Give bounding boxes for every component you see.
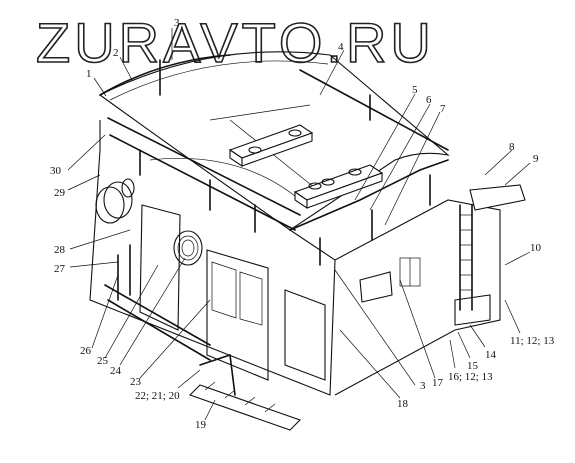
side-vent-left (95, 178, 135, 224)
right-ladder (459, 184, 526, 311)
callout-29: 29 (54, 187, 66, 199)
callout-28: 28 (54, 244, 66, 256)
callout-3-bottom: 3 (420, 380, 426, 392)
front-platform (104, 244, 211, 361)
callout-22-21-20: 22; 21; 20 (135, 390, 180, 402)
callout-11-12-13: 11; 12; 13 (510, 335, 555, 347)
callout-7: 7 (440, 103, 446, 115)
callout-18: 18 (397, 398, 409, 410)
front-vent-round (173, 230, 203, 266)
callout-16-12-13: 16; 12; 13 (448, 371, 493, 383)
cab-body (89, 120, 501, 396)
callout-10: 10 (530, 242, 542, 254)
callout-5: 5 (412, 84, 418, 96)
callout-19: 19 (195, 419, 207, 431)
callout-1: 1 (86, 68, 92, 80)
callout-30: 30 (50, 165, 62, 177)
callout-24: 24 (110, 365, 122, 377)
roof-unit-rear (293, 164, 384, 210)
roof-unit-front (228, 124, 314, 168)
callout-8: 8 (509, 141, 515, 153)
callout-labels: 1 2 3 4 5 6 7 8 9 10 11; 12; 13 14 15 16… (50, 17, 555, 431)
callout-17: 17 (432, 377, 444, 389)
roof-handrails (99, 54, 449, 266)
roof (98, 51, 450, 231)
callout-25: 25 (97, 355, 109, 367)
boarding-ladder (188, 353, 302, 431)
watermark-text: ZURAVTO.RU (36, 11, 435, 74)
callout-2: 2 (113, 47, 119, 59)
callout-27: 27 (54, 263, 66, 275)
callout-3-top: 3 (174, 17, 180, 29)
callout-6: 6 (426, 94, 432, 106)
callout-14: 14 (485, 349, 497, 361)
callout-26: 26 (80, 345, 92, 357)
callout-4: 4 (338, 41, 344, 53)
leader-lines (67, 28, 531, 421)
callout-15: 15 (467, 360, 479, 372)
callout-23: 23 (130, 376, 142, 388)
callout-9: 9 (533, 153, 539, 165)
